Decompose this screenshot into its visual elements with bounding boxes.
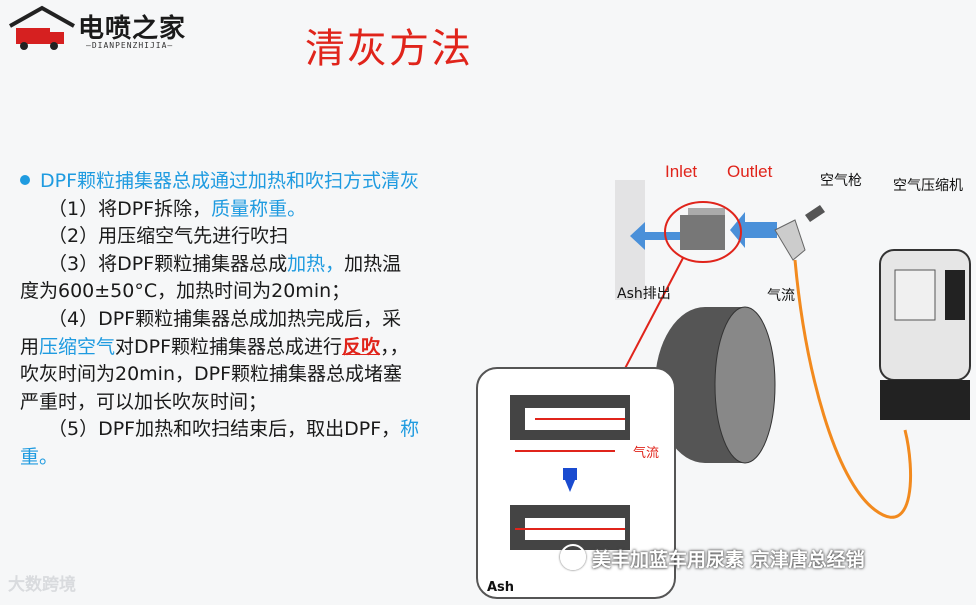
text-content: DPF颗粒捕集器总成通过加热和吹扫方式清灰 （1）将DPF拆除，质量称重。 （2… xyxy=(20,168,420,472)
truck-icon xyxy=(9,5,75,50)
wechat-icon xyxy=(560,544,586,570)
airflow-label: 气流 xyxy=(767,288,795,304)
watermark-left: 大数跨境 xyxy=(8,575,76,595)
step-5: （5）DPF加热和吹扫结束后，取出DPF，称重。 xyxy=(20,418,420,468)
bullet-heading: DPF颗粒捕集器总成通过加热和吹扫方式清灰 xyxy=(20,168,420,196)
outlet-label: Outlet xyxy=(727,162,773,181)
watermark-right: 美丰加蓝车用尿素 京津唐总经销 xyxy=(560,544,865,572)
air-gun-label: 空气枪 xyxy=(820,173,862,189)
diagram-graphic xyxy=(476,180,971,599)
logo-text: 电喷之家 xyxy=(78,14,187,44)
logo-subtext: —DIANPENZHIJIA— xyxy=(86,41,174,50)
step-3: （3）将DPF颗粒捕集器总成加热，加热温度为600±50°C，加热时间为20mi… xyxy=(20,252,402,303)
bullet-icon xyxy=(20,175,30,185)
cleaning-diagram: Inlet Outlet 空气枪 空气压缩机 Ash排出 气流 气流 Ash xyxy=(475,150,975,601)
site-logo: 电喷之家 —DIANPENZHIJIA— xyxy=(6,4,206,56)
compressor-label: 空气压缩机 xyxy=(893,178,963,194)
inlet-label: Inlet xyxy=(665,162,698,181)
step-4: （4）DPF颗粒捕集器总成加热完成后，采用压缩空气对DPF颗粒捕集器总成进行反吹… xyxy=(20,307,409,413)
airflow-red-label: 气流 xyxy=(633,446,660,461)
ash-label: Ash xyxy=(487,580,515,595)
ash-out-label: Ash排出 xyxy=(617,286,671,302)
page-title: 清灰方法 xyxy=(305,26,473,72)
step-2: （2）用压缩空气先进行吹扫 xyxy=(48,225,289,248)
step-1: （1）将DPF拆除，质量称重。 xyxy=(48,197,307,220)
